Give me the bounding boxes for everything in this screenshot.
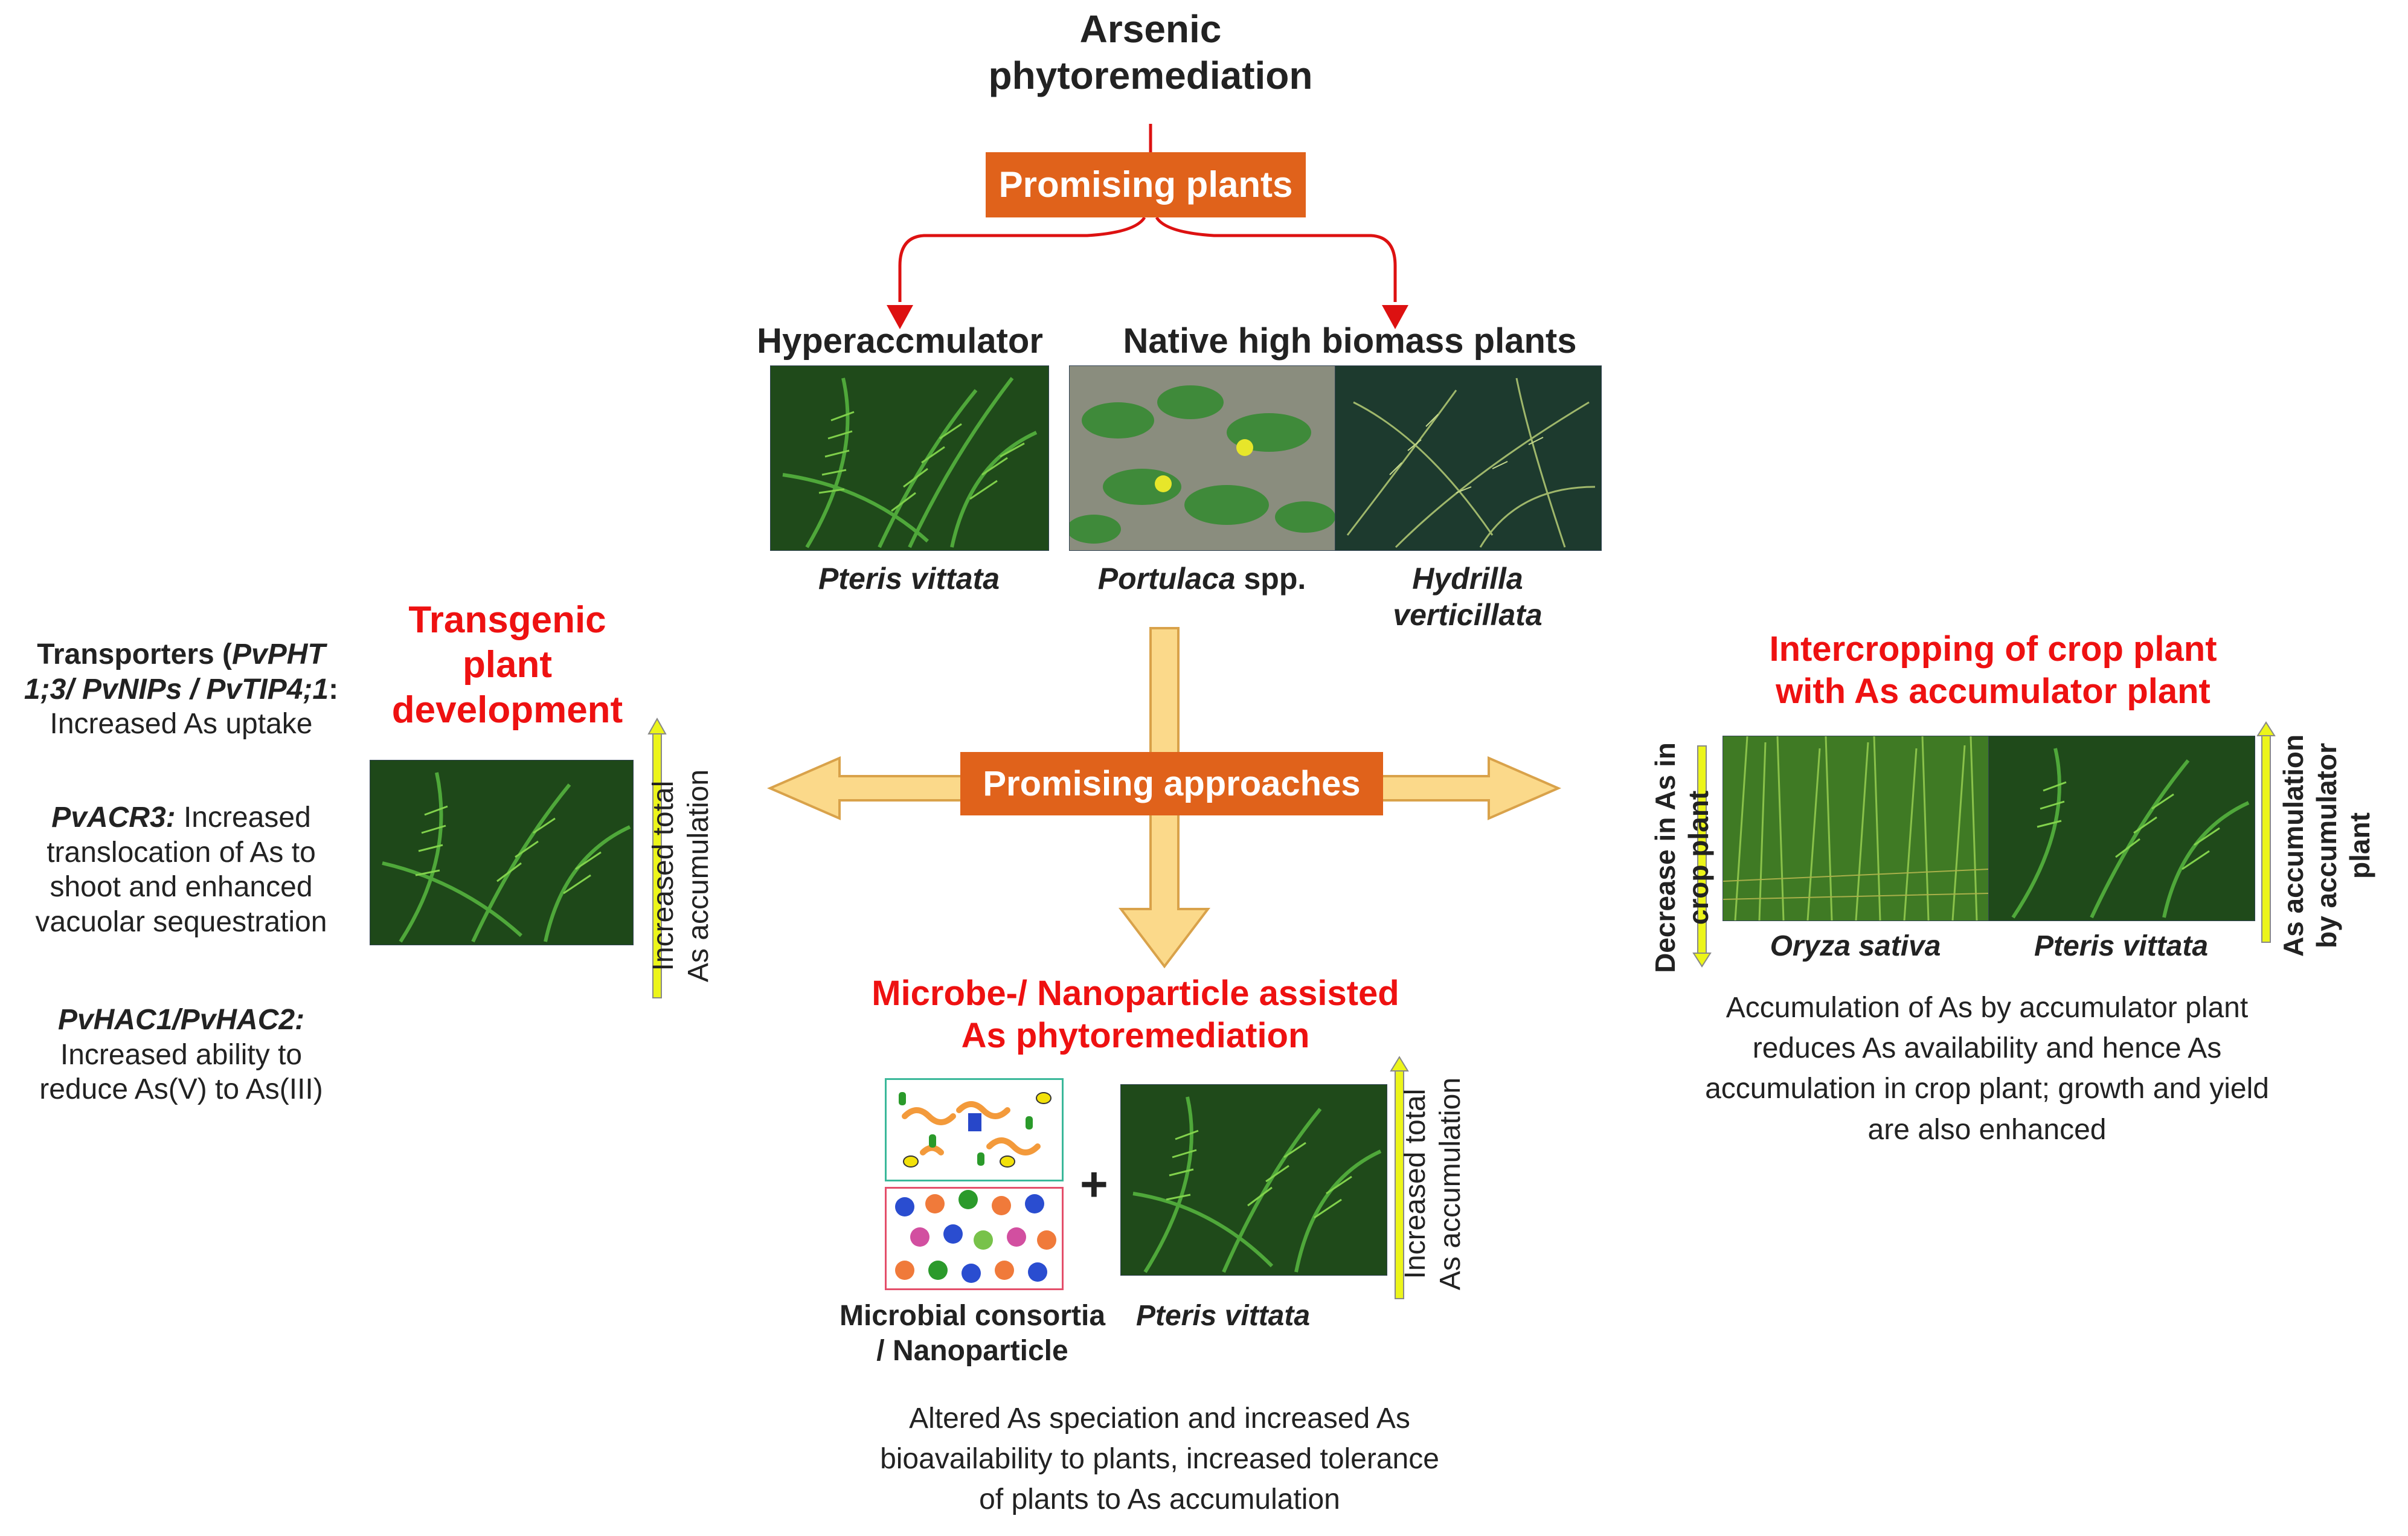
transporters-title: Transporters ( (37, 638, 233, 670)
oryza-photo (1723, 736, 1989, 921)
microbe-vertical-label: Increased total As accumulation (1399, 1077, 1466, 1291)
hydrilla-photo (1335, 365, 1602, 551)
transgenic-transporters-text: Transporters (PvPHT 1;3/ PvNIPs / PvTIP4… (18, 637, 344, 742)
microbial-consortia-panel (885, 1078, 1064, 1181)
transporters-colon: : (329, 673, 339, 705)
approach-arrows (766, 627, 1562, 969)
red-arrow-right (1155, 216, 1397, 302)
microbe-pteris-caption: Pteris vittata (1135, 1300, 1311, 1332)
pteris-caption-top: Pteris vittata (818, 562, 1000, 596)
intercrop-pteris-photo (1988, 736, 2255, 921)
transporters-genes: PvPHT 1;3/ PvNIPs / PvTIP4;1 (24, 638, 329, 705)
microbe-heading: Microbe-/ Nanoparticle assisted As phyto… (872, 974, 1399, 1055)
transgenic-hac-text: PvHAC1/PvHAC2: Increased ability to redu… (18, 1003, 344, 1107)
intercropping-heading: Intercropping of crop plant with As accu… (1769, 629, 2217, 711)
transgenic-heading: Transgenic plant development (391, 599, 623, 731)
nanoparticle-panel (885, 1187, 1064, 1290)
hydrilla-caption: Hydrilla verticillata (1393, 562, 1543, 632)
promising-approaches-box: Promising approaches (960, 752, 1383, 815)
microbial-consortia-caption: Microbial consortia / Nanoparticle (839, 1300, 1106, 1367)
microbe-description: Altered As speciation and increased As b… (880, 1403, 1439, 1516)
oryza-caption: Oryza sativa (1770, 930, 1941, 962)
microbe-pteris-photo (1120, 1084, 1387, 1276)
portulaca-caption-genus: Portulaca (1097, 562, 1236, 596)
plus-sign: + (1080, 1157, 1108, 1211)
hac-gene: PvHAC1/PvHAC2: (57, 1004, 305, 1036)
hac-effect: Increased ability to reduce As(V) to As(… (39, 1038, 323, 1106)
intercrop-right-vertical-label: As accumulation by accumulator plant (2278, 734, 2376, 957)
portulaca-caption: Portulaca spp. (1069, 561, 1335, 597)
transporters-effect: Increased As uptake (50, 708, 313, 741)
acr3-gene: PvACR3: (51, 802, 176, 834)
diagram-title: Arsenic phytoremediation (988, 7, 1313, 97)
intercrop-pteris-caption: Pteris vittata (2034, 930, 2209, 962)
portulaca-caption-spp: spp. (1235, 562, 1306, 596)
transgenic-pteris-photo (370, 760, 634, 945)
red-arrow-left (898, 216, 1146, 302)
transgenic-vertical-label: Increased total As accumulation (647, 769, 714, 983)
native-high-biomass-heading: Native high biomass plants (1123, 321, 1577, 361)
intercrop-description: Accumulation of As by accumulator plant … (1705, 992, 2269, 1146)
intercrop-left-vertical-label: Decrease in As in crop plant (1649, 742, 1715, 973)
portulaca-photo (1069, 365, 1336, 551)
promising-plants-box: Promising plants (986, 152, 1306, 217)
pteris-photo-top (770, 365, 1049, 551)
acr3-effect: Increased translocation of As to shoot a… (35, 802, 327, 938)
transgenic-acr3-text: PvACR3: Increased translocation of As to… (18, 800, 344, 939)
yellow-arrows (647, 717, 2276, 1299)
